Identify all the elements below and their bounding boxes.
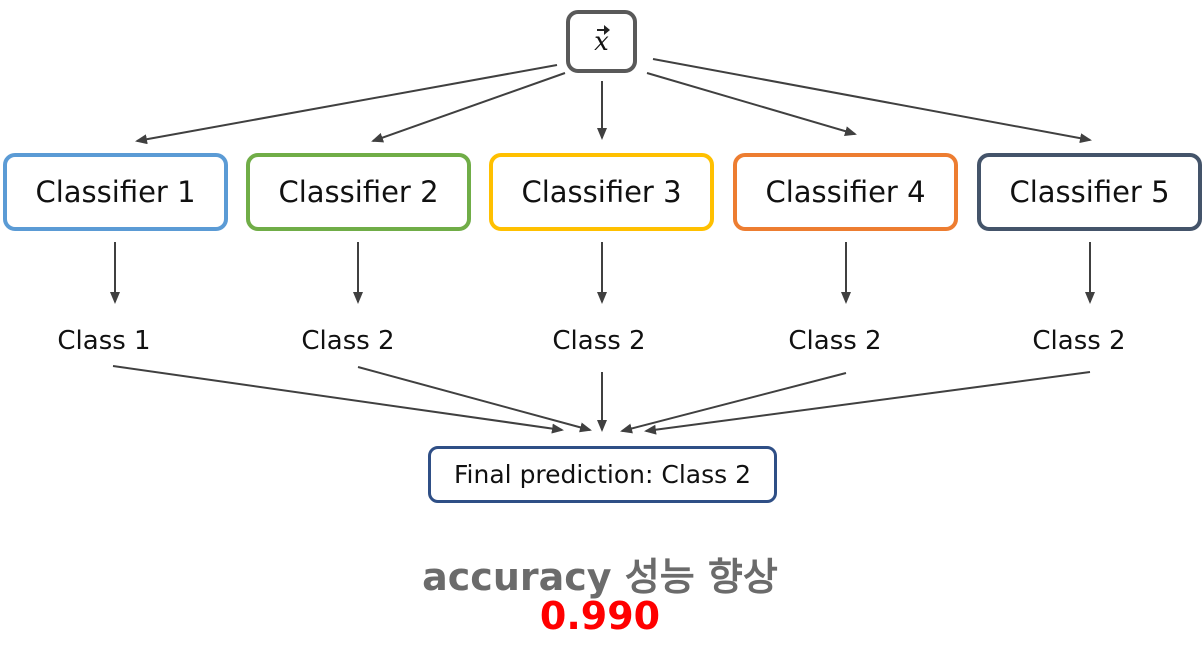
prediction-4-label: Class 2 <box>788 326 882 356</box>
arrow-input-to-classifier-5 <box>652 58 1092 144</box>
classifier-3-box: Classifier 3 <box>489 153 714 231</box>
input-vector-box: x <box>566 10 637 73</box>
prediction-5-label: Class 2 <box>1032 326 1126 356</box>
input-vector-symbol: x <box>594 24 610 57</box>
arrow-prediction-4-to-final <box>620 372 847 434</box>
arrow-prediction-2-to-final <box>357 366 592 433</box>
prediction-3-label: Class 2 <box>552 326 646 356</box>
arrow-input-to-classifier-4 <box>646 72 857 136</box>
arrow-prediction-5-to-final <box>644 371 1091 435</box>
result-title: accuracy 성능 향상 <box>422 555 778 599</box>
classifier-4-label: Classifier 4 <box>765 175 926 209</box>
arrow-input-to-classifier-2 <box>371 72 566 143</box>
classifier-4-box: Classifier 4 <box>733 153 958 231</box>
final-prediction-label: Final prediction: Class 2 <box>454 460 751 489</box>
final-prediction-box: Final prediction: Class 2 <box>428 446 777 503</box>
arrow-input-to-classifier-1 <box>135 64 558 145</box>
classifier-2-box: Classifier 2 <box>246 153 471 231</box>
prediction-2-label: Class 2 <box>301 326 395 356</box>
classifier-5-label: Classifier 5 <box>1009 175 1170 209</box>
classifier-2-label: Classifier 2 <box>278 175 439 209</box>
classifier-1-box: Classifier 1 <box>3 153 228 231</box>
prediction-1-label: Class 1 <box>57 326 151 356</box>
classifier-5-box: Classifier 5 <box>977 153 1202 231</box>
result-value: 0.990 <box>539 594 661 638</box>
arrow-prediction-1-to-final <box>112 365 564 434</box>
classifier-1-label: Classifier 1 <box>35 175 196 209</box>
classifier-3-label: Classifier 3 <box>521 175 682 209</box>
